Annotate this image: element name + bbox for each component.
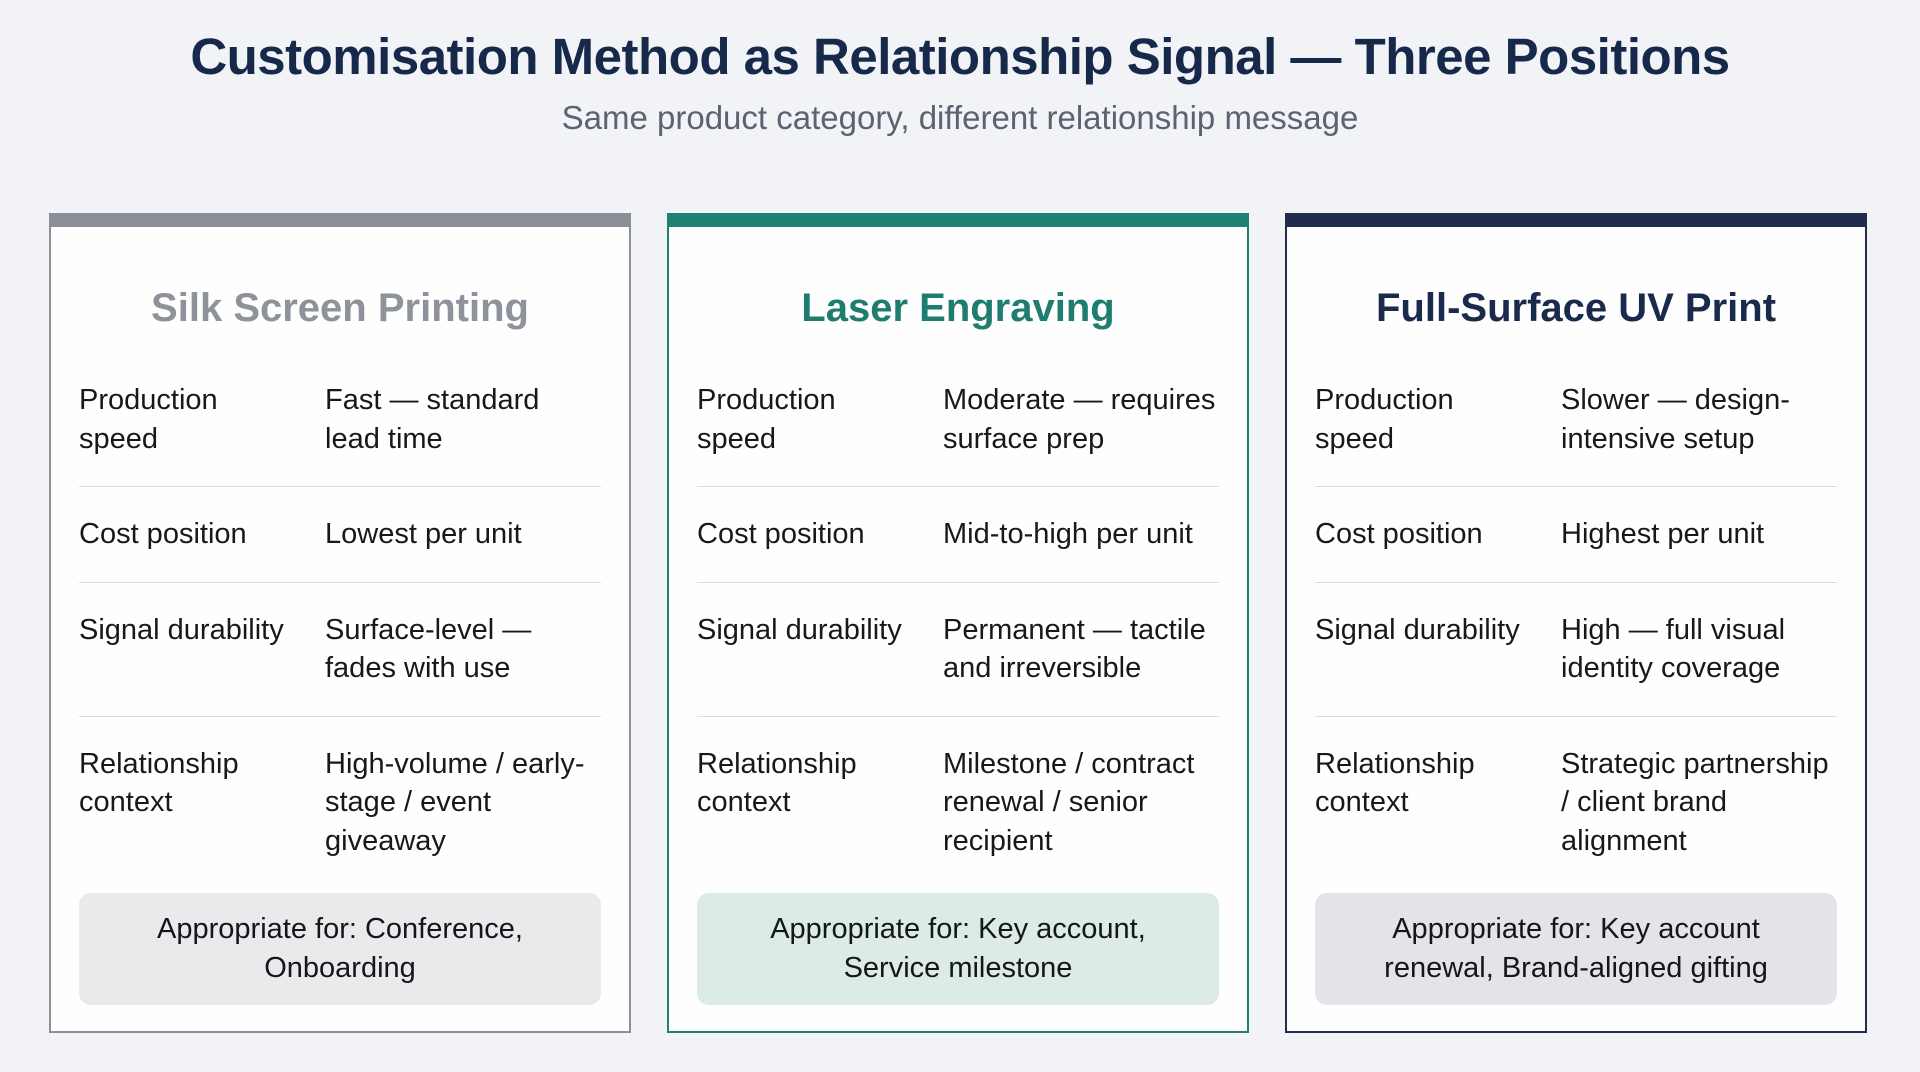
spec-row-signal-durability: Signal durability Permanent — tactile an… [697,581,1219,716]
spec-label: Relationship context [1315,747,1475,819]
spec-rows: Production speed Moderate — requires sur… [697,353,1219,889]
spec-value: Slower — design-intensive setup [1561,384,1790,455]
spec-value: Lowest per unit [325,518,522,551]
appropriate-for-badge: Appropriate for: Key account renewal, Br… [1315,892,1837,1005]
spec-label: Cost position [697,518,865,551]
spec-value: Highest per unit [1561,518,1765,551]
spec-value: Strategic partnership / client brand ali… [1561,747,1829,857]
appropriate-for-badge: Appropriate for: Key account, Service mi… [697,892,1219,1005]
spec-value: Surface-level — fades with use [325,613,532,685]
card-silk-screen-printing: Silk Screen Printing Production speed Fa… [49,213,631,1033]
spec-row-relationship-context: Relationship context Milestone / contrac… [697,715,1219,889]
spec-label: Signal durability [697,613,902,646]
spec-row-relationship-context: Relationship context Strategic partnersh… [1315,715,1837,889]
spec-label: Signal durability [1315,613,1520,646]
spec-value: High-volume / early-stage / event giveaw… [325,747,585,857]
spec-row-production-speed: Production speed Fast — standard lead ti… [79,353,601,486]
spec-label: Cost position [1315,518,1483,551]
spec-row-cost-position: Cost position Mid-to-high per unit [697,486,1219,582]
card-laser-engraving: Laser Engraving Production speed Moderat… [667,213,1249,1033]
spec-value: Permanent — tactile and irreversible [943,613,1206,685]
spec-rows: Production speed Fast — standard lead ti… [79,353,601,889]
appropriate-for-badge: Appropriate for: Conference, Onboarding [79,892,601,1005]
spec-value: Fast — standard lead time [325,384,540,455]
spec-row-production-speed: Production speed Slower — design-intensi… [1315,353,1837,486]
spec-rows: Production speed Slower — design-intensi… [1315,353,1837,889]
comparison-cards: Silk Screen Printing Production speed Fa… [49,213,1867,1033]
spec-label: Production speed [1315,384,1454,455]
card-title: Silk Screen Printing [151,286,529,330]
page-title: Customisation Method as Relationship Sig… [190,28,1730,85]
spec-label: Production speed [697,384,836,455]
spec-label: Relationship context [79,747,239,819]
card-title: Laser Engraving [801,286,1115,330]
card-title: Full-Surface UV Print [1375,286,1777,330]
spec-value: Mid-to-high per unit [943,518,1193,551]
spec-value: High — full visual identity coverage [1561,613,1786,685]
spec-label: Signal durability [79,613,284,646]
spec-row-relationship-context: Relationship context High-volume / early… [79,715,601,889]
spec-label: Relationship context [697,747,857,819]
spec-label: Production speed [79,384,218,455]
spec-row-cost-position: Cost position Lowest per unit [79,486,601,582]
spec-row-cost-position: Cost position Highest per unit [1315,486,1837,582]
card-full-surface-uv-print: Full-Surface UV Print Production speed S… [1285,213,1867,1033]
spec-row-signal-durability: Signal durability High — full visual ide… [1315,581,1837,716]
spec-row-production-speed: Production speed Moderate — requires sur… [697,353,1219,486]
spec-row-signal-durability: Signal durability Surface-level — fades … [79,581,601,716]
page-subtitle: Same product category, different relatio… [561,99,1359,137]
page-header: Customisation Method as Relationship Sig… [0,0,1920,140]
spec-value: Milestone / contract renewal / senior re… [943,747,1195,857]
spec-label: Cost position [79,518,247,551]
spec-value: Moderate — requires surface prep [943,384,1216,455]
